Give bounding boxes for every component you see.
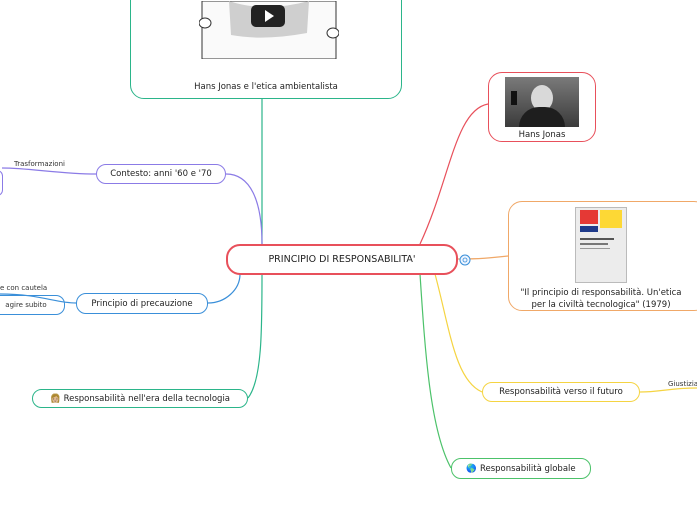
precaution-child-agire-label: agire subito (5, 301, 47, 309)
context-child-label[interactable]: Trasformazioni (14, 160, 65, 168)
book-card[interactable]: "Il principio di responsabilità. Un'etic… (508, 201, 697, 311)
central-topic[interactable]: PRINCIPIO DI RESPONSABILITA' (226, 244, 458, 275)
context-child-box[interactable] (0, 170, 3, 196)
future-child-label[interactable]: Giustizia (668, 380, 697, 388)
attachment-icon (459, 254, 471, 266)
portrait-image (505, 77, 579, 127)
connector-context-child (1, 167, 97, 175)
connector-context (225, 173, 263, 245)
branch-context-label: Contesto: anni '60 e '70 (110, 169, 212, 179)
connector-technology (247, 273, 263, 399)
video-caption: Hans Jonas e l'etica ambientalista (194, 82, 338, 92)
connector-future (434, 273, 483, 393)
image-caption: Hans Jonas (518, 130, 566, 140)
connector-precaution (207, 273, 241, 304)
book-cover-image (575, 207, 627, 283)
branch-global-label: Responsabilità globale (479, 463, 576, 474)
branch-context[interactable]: Contesto: anni '60 e '70 (96, 164, 226, 184)
play-button-icon[interactable] (251, 5, 285, 27)
precaution-child-cautela[interactable]: e con cautela (0, 284, 48, 292)
connector-global (419, 273, 452, 469)
branch-future[interactable]: Responsabilità verso il futuro (482, 382, 640, 402)
video-card[interactable]: Hans Jonas e l'etica ambientalista (130, 0, 402, 99)
connector-hans (419, 103, 489, 245)
book-caption-line2: per la civiltà tecnologica" (1979) (531, 300, 671, 310)
branch-global[interactable]: 🌎 Responsabilità globale (451, 458, 591, 479)
branch-technology[interactable]: 👩🏼 Responsabilità nell'era della tecnolo… (32, 389, 248, 408)
precaution-child-agire[interactable]: agire subito (0, 295, 65, 315)
video-thumbnail[interactable] (198, 0, 340, 60)
book-caption-line1: "Il principio di responsabilità. Un'etic… (520, 288, 682, 298)
globe-icon: 🌎 (466, 463, 477, 474)
branch-future-label: Responsabilità verso il futuro (499, 387, 623, 397)
image-card[interactable]: Hans Jonas (488, 72, 596, 142)
person-icon: 👩🏼 (49, 393, 61, 404)
central-topic-label: PRINCIPIO DI RESPONSABILITA' (268, 254, 416, 265)
branch-technology-label: Responsabilità nell'era della tecnologia (63, 393, 231, 404)
branch-precaution[interactable]: Principio di precauzione (76, 293, 208, 314)
connector-precaution-child (0, 293, 77, 304)
connector-future-child (639, 387, 697, 393)
branch-precaution-label: Principio di precauzione (91, 298, 193, 309)
